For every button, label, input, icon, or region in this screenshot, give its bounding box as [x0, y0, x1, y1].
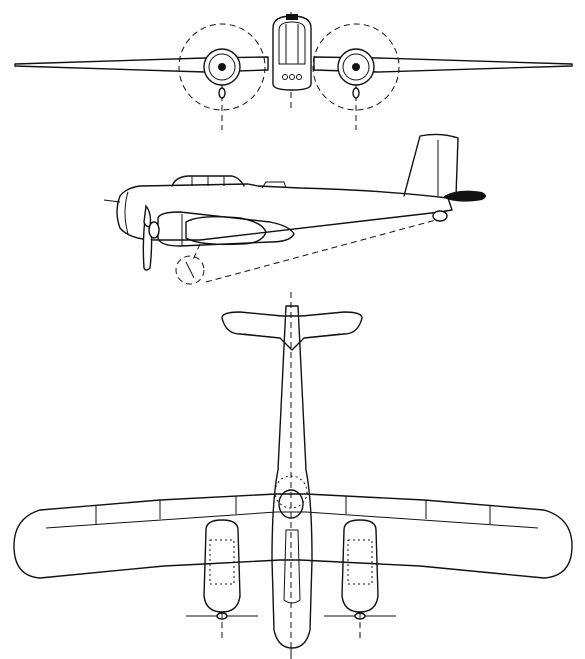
- front-left-wheel: [218, 87, 226, 99]
- side-main-wheel-extended: [175, 255, 205, 285]
- side-engine-nacelle: [157, 211, 295, 247]
- side-view: [103, 133, 486, 285]
- front-left-propeller-disc: [178, 23, 266, 111]
- top-right-engine-nacelle: [341, 519, 379, 613]
- front-left-wing: [14, 56, 269, 73]
- front-right-wing: [313, 56, 573, 73]
- side-vertical-tail: [403, 133, 459, 197]
- top-dorsal-turret: [274, 475, 308, 509]
- top-fuselage: [271, 305, 313, 649]
- top-bomb-bay: [283, 529, 301, 604]
- side-tail-wheel: [432, 210, 448, 222]
- side-pitot: [103, 199, 121, 203]
- top-flap-line: [45, 511, 539, 529]
- side-fuselage: [116, 183, 453, 241]
- side-ground-line: [205, 219, 437, 283]
- front-right-propeller-disc: [312, 23, 400, 111]
- top-wing: [13, 493, 573, 579]
- top-horizontal-stabilizer: [221, 311, 363, 351]
- front-canopy: [278, 21, 306, 65]
- side-rear-gunner-hatch: [261, 181, 287, 189]
- top-cockpit: [278, 489, 304, 519]
- front-view: [14, 12, 573, 130]
- top-left-engine-nacelle: [203, 519, 241, 613]
- front-right-wheel: [352, 87, 360, 99]
- top-view: [13, 292, 573, 659]
- side-wing-root: [185, 215, 267, 246]
- side-horizontal-tail: [444, 190, 486, 202]
- front-fuselage: [272, 15, 312, 91]
- side-spinner: [148, 221, 160, 239]
- side-canopy: [171, 175, 245, 187]
- front-antenna-mast: [286, 14, 298, 20]
